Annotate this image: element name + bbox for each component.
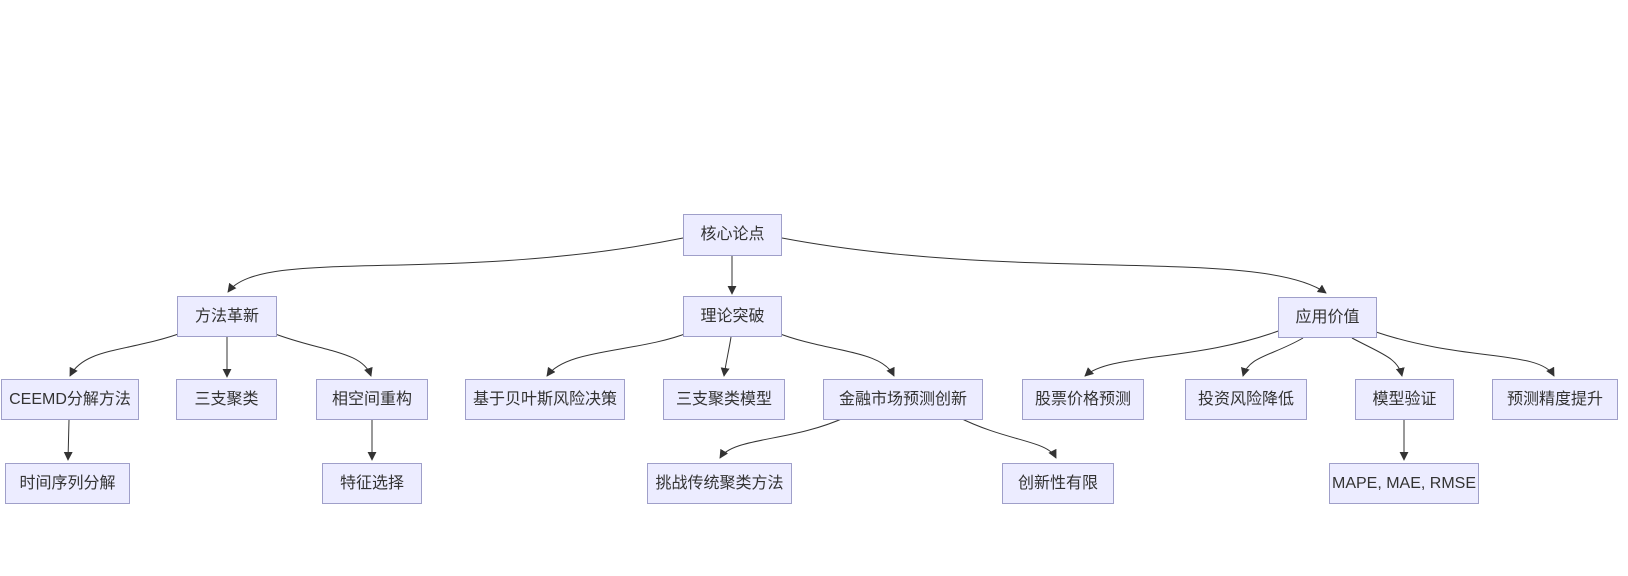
node-theory-breakthrough: 理论突破 [683,296,782,337]
node-method-innovation: 方法革新 [177,296,277,337]
node-stock-price-prediction-label: 股票价格预测 [1034,390,1131,408]
node-method-innovation-label: 方法革新 [194,307,259,325]
node-model-validation: 模型验证 [1355,379,1454,420]
edge-method-ceemd [69,331,185,377]
node-financial-market-prediction: 金融市场预测创新 [823,379,983,420]
edge-method-phase [269,331,373,377]
node-limited-innovation-label: 创新性有限 [1017,474,1098,492]
node-bayesian-risk-decision: 基于贝叶斯风险决策 [465,379,625,420]
node-prediction-accuracy-improvement: 预测精度提升 [1492,379,1618,420]
node-limited-innovation: 创新性有限 [1002,463,1114,504]
node-mape-mae-rmse-label: MAPE, MAE, RMSE [1331,474,1477,492]
node-model-validation-label: 模型验证 [1372,390,1437,408]
node-time-series-decomposition-label: 时间序列分解 [19,474,116,492]
node-financial-market-prediction-label: 金融市场预测创新 [838,390,967,408]
node-three-way-clustering-model-label: 三支聚类模型 [675,390,772,408]
edge-application-risk [1241,337,1304,377]
node-ceemd-decomposition: CEEMD分解方法 [1,379,139,420]
node-investment-risk-reduction: 投资风险降低 [1185,379,1307,420]
node-theory-breakthrough-label: 理论突破 [700,307,765,325]
edge-theory-finance [774,331,895,377]
edge-finance-challenge [719,416,847,459]
node-bayesian-risk-decision-label: 基于贝叶斯风险决策 [472,390,617,408]
node-challenge-traditional-clustering: 挑战传统聚类方法 [647,463,792,504]
node-application-value-label: 应用价值 [1295,308,1360,326]
node-three-way-clustering-model: 三支聚类模型 [663,379,785,420]
node-feature-selection: 特征选择 [322,463,422,504]
node-feature-selection-label: 特征选择 [339,474,404,492]
node-core-thesis: 核心论点 [683,214,782,256]
node-prediction-accuracy-improvement-label: 预测精度提升 [1506,390,1603,408]
node-mape-mae-rmse: MAPE, MAE, RMSE [1329,463,1479,504]
edge-core-method [227,237,684,293]
edge-theory-bayes [546,331,691,377]
edge-theory-twcmodel [720,336,732,377]
node-core-thesis-label: 核心论点 [700,226,765,243]
node-challenge-traditional-clustering-label: 挑战传统聚类方法 [655,474,784,492]
node-investment-risk-reduction-label: 投资风险降低 [1197,390,1294,408]
edge-ceemd-tsdecomp [63,419,73,461]
node-three-way-clustering: 三支聚类 [176,379,277,420]
node-ceemd-decomposition-label: CEEMD分解方法 [9,390,131,408]
node-phase-space-reconstruction-label: 相空间重构 [331,390,412,408]
node-time-series-decomposition: 时间序列分解 [5,463,130,504]
node-stock-price-prediction: 股票价格预测 [1022,379,1144,420]
node-phase-space-reconstruction: 相空间重构 [316,379,428,420]
node-application-value: 应用价值 [1278,297,1377,338]
edge-core-application [781,237,1327,294]
node-three-way-clustering-label: 三支聚类 [194,390,259,408]
edge-finance-limited [957,416,1057,459]
edge-application-validation [1351,337,1405,377]
edge-application-accuracy [1375,331,1555,377]
edge-application-stock [1084,329,1282,377]
